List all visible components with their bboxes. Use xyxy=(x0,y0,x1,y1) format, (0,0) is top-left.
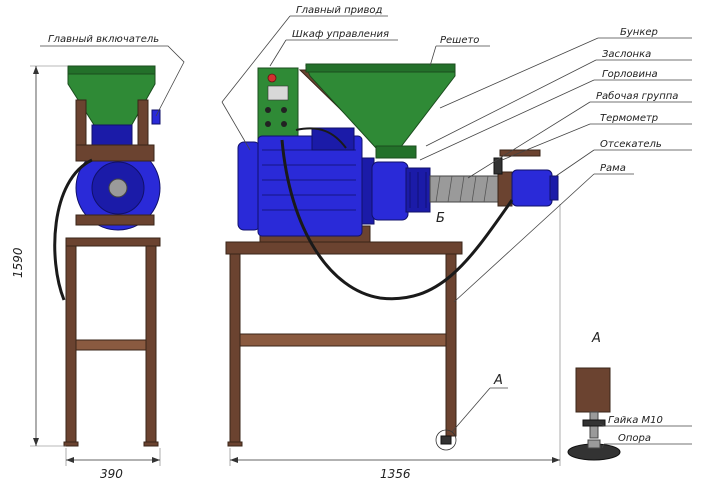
front-frame xyxy=(225,225,463,447)
dimension-label-front-width: 1356 xyxy=(380,467,411,481)
side-body xyxy=(75,99,161,231)
label-main-switch: Главный включатель xyxy=(48,34,159,45)
dimension-side-width xyxy=(65,448,161,466)
side-view xyxy=(53,65,161,447)
label-shutter: Заслонка xyxy=(602,49,651,60)
label-hopper: Бункер xyxy=(620,27,658,38)
callout-circle-a xyxy=(435,429,457,451)
dimension-label-side-width: 390 xyxy=(100,467,123,481)
front-hopper xyxy=(305,63,456,159)
detail-a xyxy=(567,367,621,461)
callout-label-a: А xyxy=(493,373,503,388)
label-thermometer: Термометр xyxy=(600,113,658,124)
detail-label-a: А xyxy=(591,331,601,346)
label-nut: Гайка М10 xyxy=(608,415,663,426)
label-neck: Горловина xyxy=(602,69,658,80)
side-cable xyxy=(53,158,93,301)
label-support: Опора xyxy=(618,433,651,444)
control-cabinet xyxy=(257,67,299,141)
main-motor xyxy=(237,127,375,237)
label-frame: Рама xyxy=(600,163,626,174)
dimension-label-height: 1590 xyxy=(11,247,25,278)
label-control-cabinet: Шкаф управления xyxy=(292,29,389,40)
dimension-front-width xyxy=(229,204,561,466)
working-group xyxy=(371,161,513,221)
label-working-group: Рабочая группа xyxy=(596,90,678,102)
leader-lines xyxy=(40,15,692,449)
dimension-height xyxy=(30,65,68,447)
front-cable xyxy=(280,139,514,301)
side-frame xyxy=(63,237,161,447)
label-sieve: Решето xyxy=(440,35,479,46)
cutter-motor xyxy=(511,169,559,207)
label-main-drive: Главный привод xyxy=(296,5,382,16)
label-cutter: Отсекатель xyxy=(600,139,662,150)
view-label-b: Б xyxy=(436,211,445,226)
cabinet-cable xyxy=(295,127,347,149)
front-view xyxy=(225,63,559,451)
